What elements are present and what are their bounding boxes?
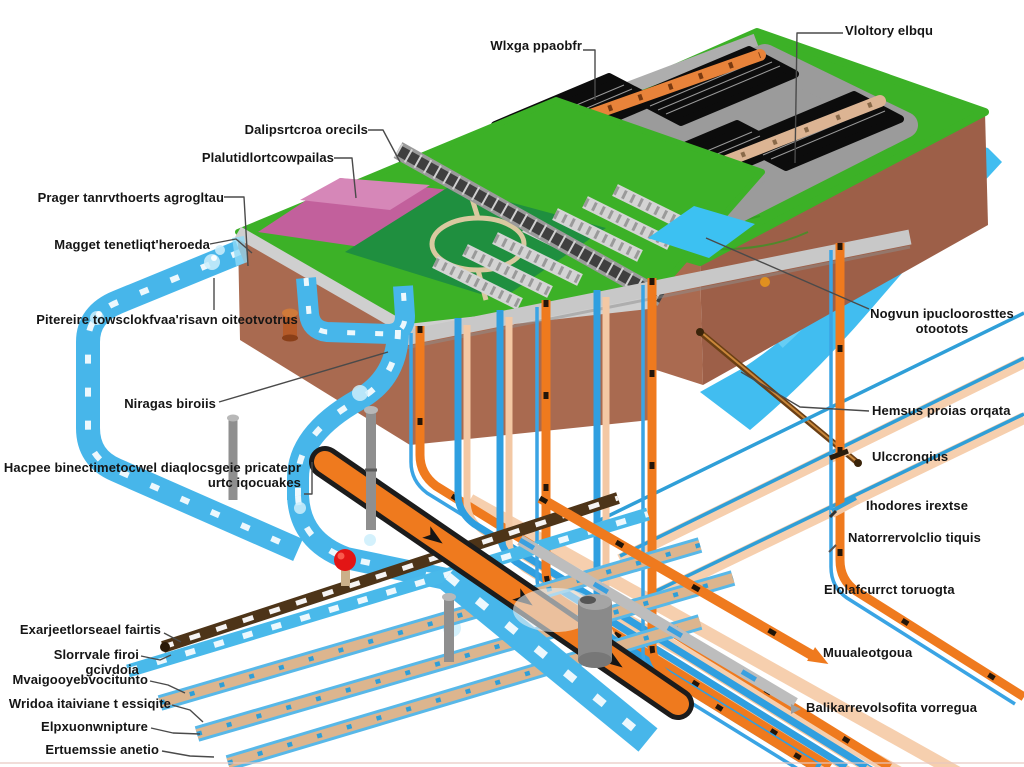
- pump-cylinder: [513, 588, 612, 668]
- label-outlet-gray: Balikarrevolsofita vorregua: [806, 700, 978, 715]
- label-outlet-orange: Muualeotgoua: [823, 645, 913, 660]
- orange-outlet-pipe: [537, 493, 829, 664]
- label-top-right-platform: Vloltory elbqu: [845, 23, 934, 38]
- hatched-road: [393, 142, 667, 306]
- gray-outlet-pipe: [517, 535, 798, 708]
- label-blue-feeder: Slorrvale firoi gcivdoia: [53, 647, 139, 678]
- label-tan-feeder-1: Mvaigooyebvocitunto: [12, 672, 148, 687]
- label-river-outfall: Nogvun ipucloorosttes otootots: [870, 306, 1014, 337]
- cross-pipe-cap: [854, 459, 862, 467]
- waterfall: [232, 236, 248, 266]
- feeder-tan-2: [194, 570, 736, 742]
- orange-outlet-arrow: [807, 647, 829, 664]
- label-lateral-mark: Natorrervolclio tiquis: [848, 530, 981, 545]
- label-tan-feeder-3: Elpxuonwnipture: [41, 719, 148, 734]
- label-crop-plots: Plalutidlortcowpailas: [201, 150, 334, 165]
- flow-arrow: [602, 650, 623, 668]
- ledge-equipment: [760, 277, 770, 287]
- drop-pipe-2: [454, 318, 871, 767]
- label-terrace-rim: Magget tenetliqt'heroeda: [54, 237, 210, 252]
- label-left-channel: Pitereire towsclokfvaa'risavn oiteotvotr…: [36, 312, 298, 327]
- label-cross-pipe: Hemsus proias orqata: [872, 403, 1011, 418]
- standpipe-1: [227, 414, 239, 500]
- label-outlet-upper: Elolafcurrct toruogta: [824, 582, 955, 597]
- feeder-pipes: [126, 492, 736, 767]
- label-pipe-coupling: Ulccronqius: [872, 449, 949, 464]
- label-thin-lateral: Ihodores irextse: [866, 498, 969, 513]
- standpipe-2: [364, 406, 378, 530]
- drop-pipe-7: [829, 243, 1024, 706]
- equipment: [227, 406, 612, 668]
- pale-lateral-pipes: [599, 311, 1024, 616]
- lateral-snippet-blue: [831, 496, 857, 513]
- left-channel: [76, 240, 303, 561]
- lateral-tick: [828, 544, 837, 553]
- label-service-road: Dalipsrtcroa orecils: [244, 122, 368, 137]
- orange-valve: [282, 308, 298, 342]
- pipe-ledge-shadow: [404, 245, 911, 350]
- label-brown-feeder: Exarjeetlorseael fairtis: [19, 622, 161, 637]
- outlet-pipes: [438, 493, 829, 752]
- label-tan-feeder-2: Wridoa itaiviane t essiqite: [8, 696, 171, 711]
- drop-pipe-1: [409, 326, 893, 767]
- label-mid-channel: Niragas biroiis: [124, 396, 216, 411]
- irrigation-pond: [648, 206, 755, 258]
- coupling-mark: [829, 448, 849, 461]
- field-green: [345, 186, 606, 300]
- cross-pipe-cap: [696, 328, 704, 336]
- label-basin-walkway: Wlxga ppaobfr: [490, 38, 582, 53]
- leader-lines: [140, 32, 870, 758]
- red-valve: [334, 549, 356, 571]
- feeder-tan-3: [225, 614, 703, 767]
- flow-arrow: [422, 526, 443, 544]
- label-tan-feeder-4: Ertuemssie anetio: [45, 742, 159, 757]
- standpipe-3: [442, 593, 456, 662]
- label-main-blue-channel: Hacpee binectimetocwel diaqlocsgeie pric…: [3, 460, 301, 491]
- crop-pink-light: [300, 178, 430, 210]
- pipe-ledge: [403, 229, 912, 346]
- feeder-tan-1: [157, 537, 703, 711]
- label-farm-terrace: Prager tanrvthoerts agrogltau: [37, 190, 224, 205]
- valve-stem: [341, 566, 350, 586]
- gray-outlet-arrow: [791, 704, 801, 714]
- label-glyphs: [791, 448, 860, 714]
